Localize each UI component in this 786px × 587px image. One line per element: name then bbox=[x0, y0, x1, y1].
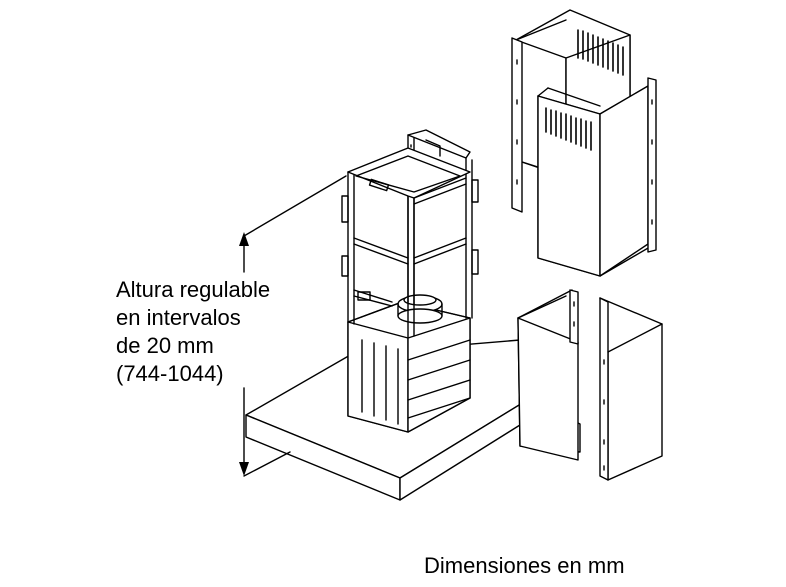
height-label-line-2: en intervalos bbox=[116, 305, 241, 330]
lower-chimney-right bbox=[599, 297, 663, 481]
height-label-line-1: Altura regulable bbox=[116, 277, 271, 302]
motor-box bbox=[347, 294, 471, 433]
height-dimension-arrow bbox=[239, 175, 347, 477]
height-label-line-4: (744-1044) bbox=[116, 361, 224, 386]
lower-chimney-left bbox=[517, 289, 581, 461]
height-label-line-3: de 20 mm bbox=[116, 333, 214, 358]
support-frame bbox=[341, 129, 479, 339]
adjustable-height-label: Altura regulable en intervalos de 20 mm … bbox=[116, 276, 270, 388]
upper-chimney-front bbox=[537, 77, 657, 277]
units-label: Dimensiones en mm bbox=[424, 553, 625, 578]
